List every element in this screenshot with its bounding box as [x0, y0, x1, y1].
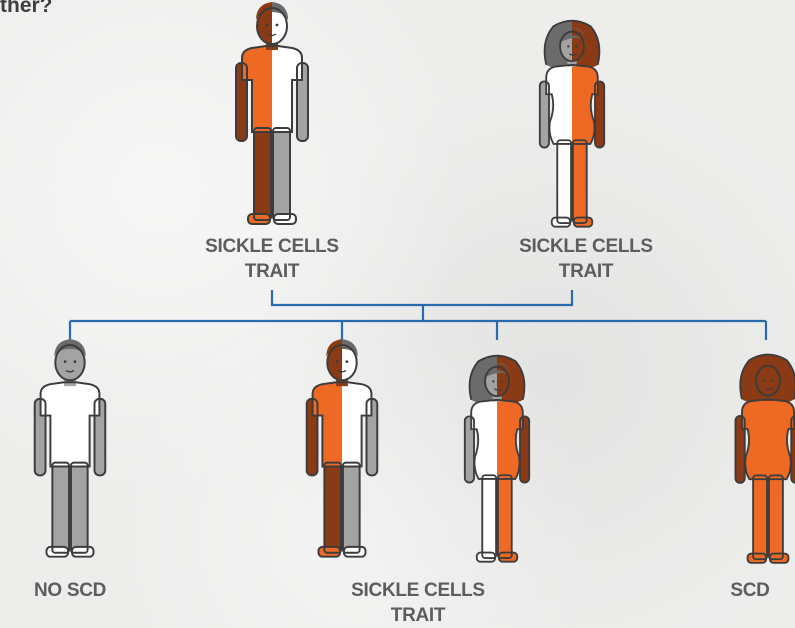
family-tree-connector: [70, 290, 766, 340]
child-trait-female-figure: [465, 356, 529, 562]
child-no-scd-label: NO SCD: [0, 578, 140, 603]
child-scd-figure: [735, 355, 795, 563]
mother-figure: [540, 21, 604, 227]
father-figure: [236, 2, 308, 224]
child-no-scd-figure: [35, 339, 106, 557]
child-scd-label: SCD: [705, 578, 795, 603]
child-trait-male-figure: [307, 339, 378, 557]
